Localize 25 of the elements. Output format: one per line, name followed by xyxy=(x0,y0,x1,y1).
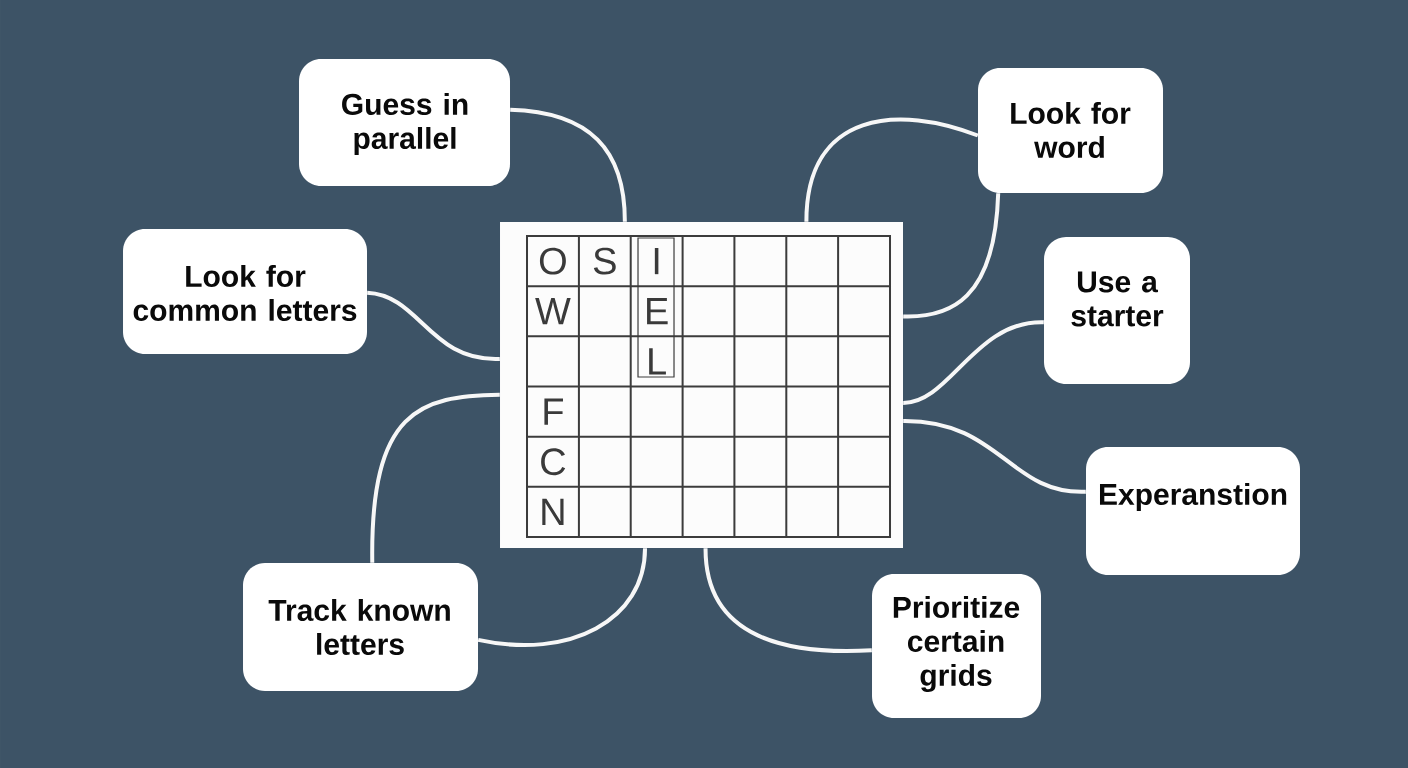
grid-letter: I xyxy=(654,248,659,275)
grid-letter: N xyxy=(542,498,564,525)
connector-line xyxy=(366,290,500,361)
grid-letter: F xyxy=(544,398,563,425)
process-box: Experanstion xyxy=(1086,447,1300,575)
connector-line xyxy=(804,117,979,222)
grid-letter: C xyxy=(541,448,566,476)
process-box: Use a starter xyxy=(1044,237,1190,384)
connector-line xyxy=(903,418,1086,494)
grid-letter: L xyxy=(649,348,666,375)
connector-line xyxy=(902,320,1044,405)
process-box: Guess in parallel xyxy=(299,59,510,186)
connector-line xyxy=(510,107,627,222)
connector-line xyxy=(903,193,1001,319)
grid-letter: O xyxy=(539,247,566,275)
process-box: Track known letters xyxy=(243,563,478,691)
process-box: Look for common letters xyxy=(123,229,367,354)
connector-line xyxy=(703,548,872,654)
grid-letter: E xyxy=(647,298,668,325)
process-box: Prioritize certain grids xyxy=(872,574,1041,718)
connector-line xyxy=(370,392,500,563)
process-box: Look for word xyxy=(978,68,1163,193)
grid-letter: W xyxy=(535,298,571,325)
connector-line xyxy=(477,548,648,648)
grid-letter: S xyxy=(593,247,616,275)
